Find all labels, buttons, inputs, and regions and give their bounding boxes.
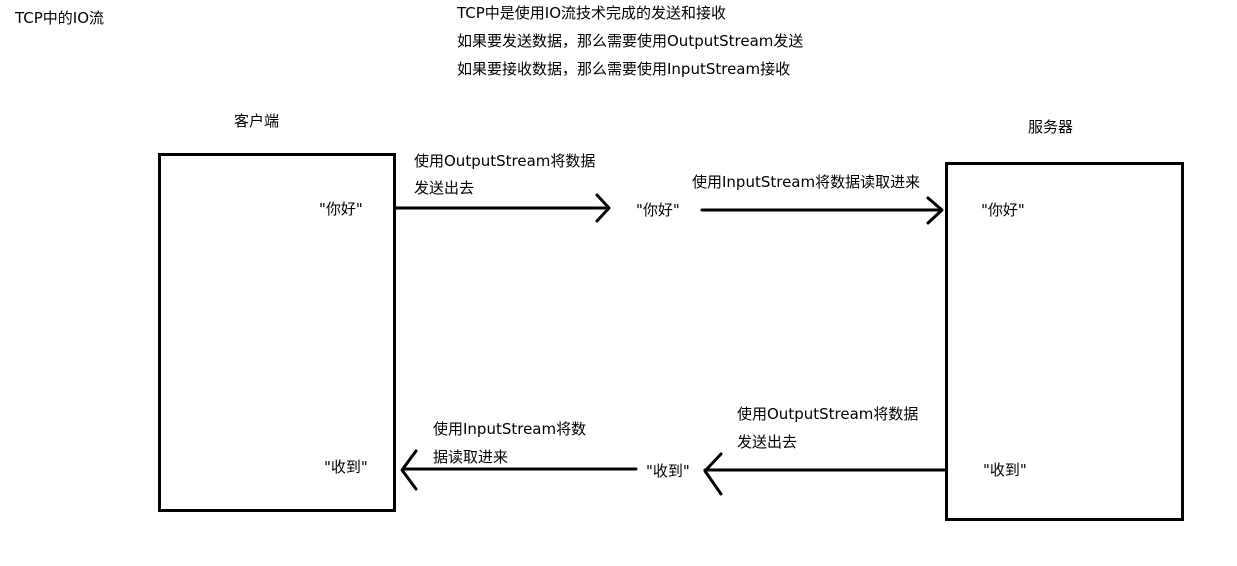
server-receive-annotation: 使用InputStream将数据读取进来 xyxy=(692,173,921,191)
arrow-client-to-middle xyxy=(394,193,611,223)
server-box xyxy=(945,162,1184,521)
page-title: TCP中的IO流 xyxy=(15,9,105,27)
client-label: 客户端 xyxy=(234,112,280,130)
server-send-annotation-line-2: 发送出去 xyxy=(737,433,798,451)
client-receive-annotation-line-2: 据读取进来 xyxy=(433,448,509,466)
server-send-message: "收到" xyxy=(983,461,1027,479)
client-send-message: "你好" xyxy=(319,200,363,218)
client-box xyxy=(158,153,396,512)
client-receive-message: "收到" xyxy=(324,458,368,476)
description-line-2: 如果要发送数据，那么需要使用OutputStream发送 xyxy=(457,32,804,50)
middle-return-message: "收到" xyxy=(646,462,690,480)
server-label: 服务器 xyxy=(1028,118,1074,136)
client-send-annotation-line-2: 发送出去 xyxy=(414,179,475,197)
server-send-annotation-line-1: 使用OutputStream将数据 xyxy=(737,405,919,423)
arrow-middle-to-client xyxy=(400,449,638,491)
description-line-3: 如果要接收数据，那么需要使用InputStream接收 xyxy=(457,60,791,78)
arrow-middle-to-server xyxy=(700,196,944,225)
arrow-server-to-middle xyxy=(703,452,947,496)
server-receive-message: "你好" xyxy=(981,201,1025,219)
middle-outgoing-message: "你好" xyxy=(636,201,680,219)
client-receive-annotation-line-1: 使用InputStream将数 xyxy=(433,420,587,438)
client-send-annotation-line-1: 使用OutputStream将数据 xyxy=(414,152,596,170)
description-line-1: TCP中是使用IO流技术完成的发送和接收 xyxy=(457,4,727,22)
